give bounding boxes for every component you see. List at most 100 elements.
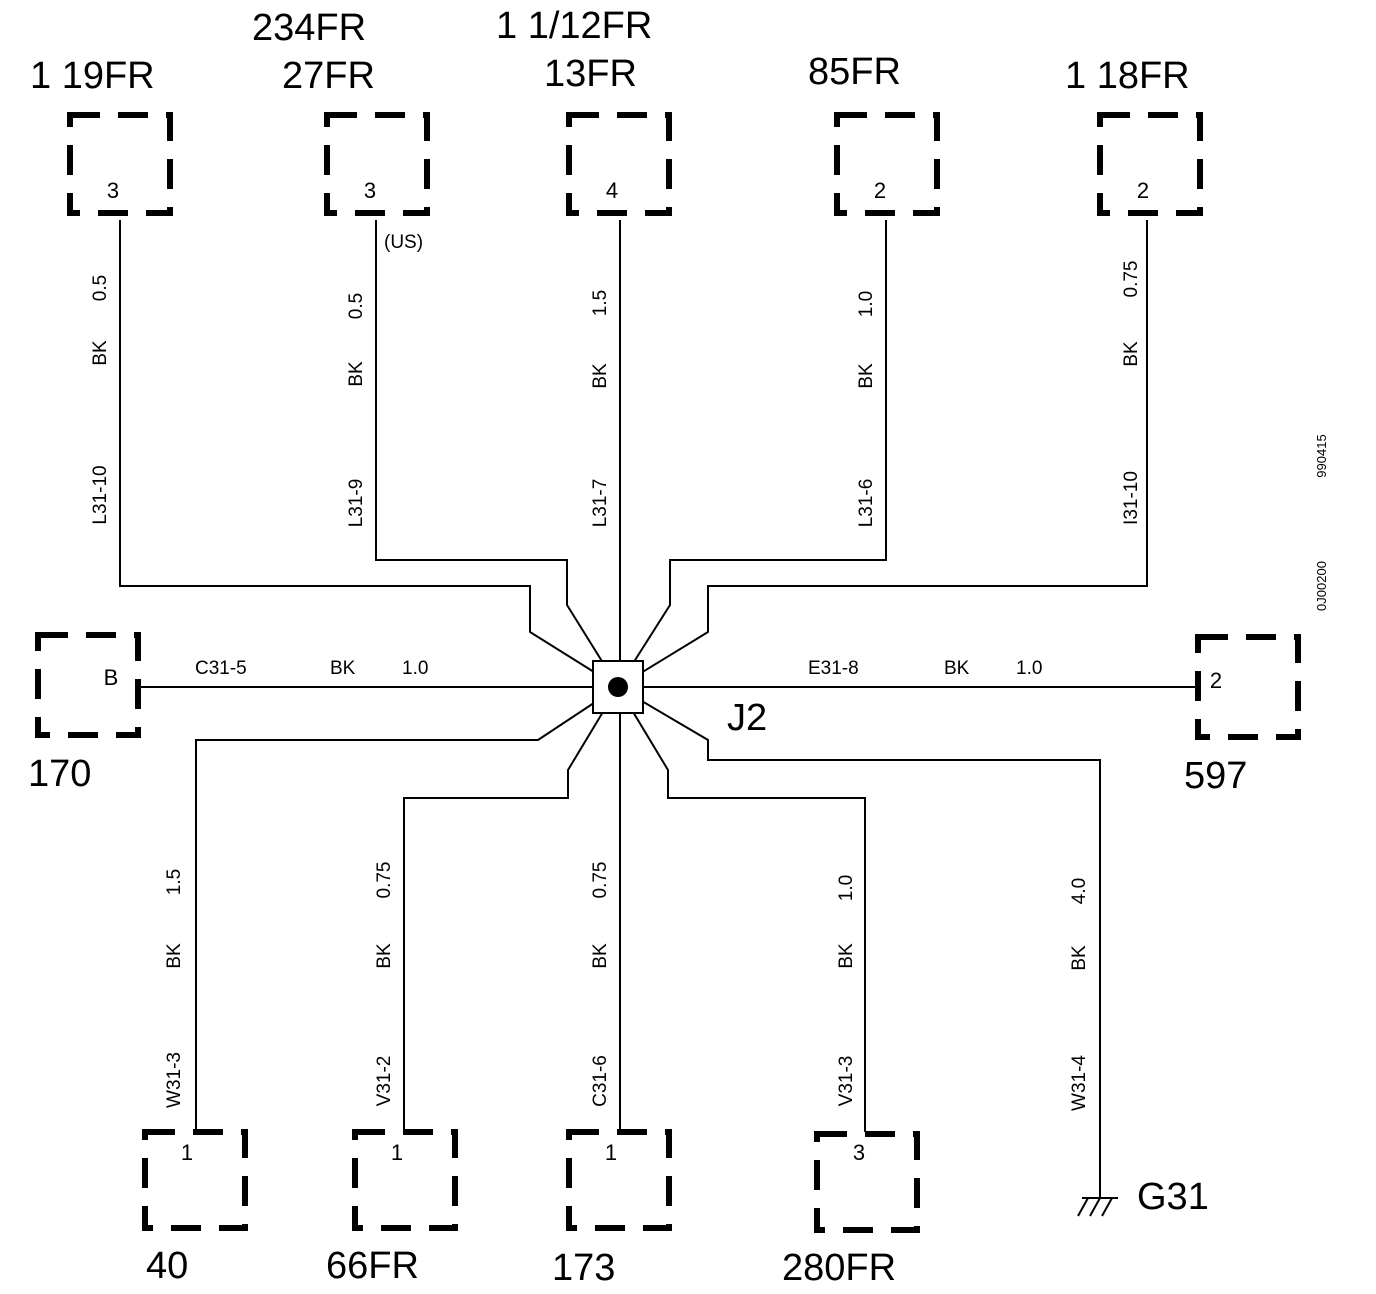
wire-size: 1.5 (590, 290, 611, 316)
wire-c40 (195, 686, 619, 1132)
wire-ground (617, 686, 1101, 1198)
wire-color: BK (164, 943, 185, 969)
ground-stroke (1089, 1197, 1101, 1217)
wire-size: 1.0 (856, 291, 877, 317)
connector-c118: 2 1 18FR (1065, 55, 1203, 216)
pin-label: 3 (107, 178, 119, 203)
connector-box (352, 1129, 458, 1231)
connector-box (1195, 634, 1301, 740)
wire-size: 1.5 (164, 869, 185, 895)
wire-size: 0.75 (374, 862, 395, 899)
wire-c280 (617, 686, 866, 1132)
component-label: 40 (146, 1245, 188, 1287)
connector-c119: 3 1 19FR (30, 55, 173, 216)
pin-label: B (104, 665, 119, 690)
pin-label: 2 (1210, 668, 1222, 693)
pin-label: 3 (853, 1140, 865, 1165)
wire-size: 1.0 (1016, 658, 1042, 679)
connector-box (67, 112, 173, 216)
wire-c27 (375, 220, 619, 688)
wire-labels-horizontal: C31-5 BK 1.0 E31-8 BK 1.0 (195, 658, 1042, 679)
wire-color: BK (590, 363, 611, 389)
wire-color: BK (90, 340, 111, 366)
wire-labels-bottom: 1.5 BK W31-3 0.75 BK V31-2 0.75 BK C31-6… (164, 862, 1090, 1111)
side-code: 990415 (1314, 434, 1329, 477)
wire-size: 4.0 (1069, 878, 1090, 904)
wire-color: BK (1069, 945, 1090, 971)
wire-code: W31-3 (164, 1052, 185, 1108)
wire-size: 1.0 (836, 875, 857, 901)
wire-color: BK (836, 943, 857, 969)
junction-label: J2 (727, 697, 767, 739)
component-label: 66FR (326, 1245, 419, 1287)
variant-note: (US) (384, 232, 423, 253)
wire-code: L31-9 (346, 479, 367, 528)
pin-label: 2 (874, 178, 886, 203)
component-label: 1 18FR (1065, 55, 1190, 97)
ground-g31: G31 (1077, 1176, 1209, 1218)
connector-c66: 1 66FR (326, 1129, 458, 1287)
junction-dot (608, 677, 628, 697)
wire-code: V31-2 (374, 1056, 395, 1107)
wire-code: C31-6 (590, 1055, 611, 1107)
pin-label: 1 (181, 1140, 193, 1165)
connector-box (1097, 112, 1203, 216)
ground-stroke (1101, 1197, 1113, 1217)
component-label: 1 19FR (30, 55, 155, 97)
wire-size: 0.5 (90, 275, 111, 301)
pin-label: 4 (606, 178, 618, 203)
pin-label: 1 (605, 1140, 617, 1165)
wire-code: E31-8 (808, 658, 859, 679)
connector-c85: 2 85FR (808, 51, 940, 216)
connector-c280: 3 280FR (782, 1131, 920, 1289)
component-label: 1 1/12FR (496, 5, 652, 47)
connector-box (566, 1129, 672, 1231)
wire-size: 0.75 (590, 862, 611, 899)
wire-color: BK (856, 363, 877, 389)
connector-c27: 3 234FR 27FR (US) (252, 7, 430, 253)
wires (119, 220, 1198, 1198)
wire-color: BK (374, 943, 395, 969)
wire-c66 (403, 686, 619, 1132)
ground-stroke (1077, 1197, 1089, 1217)
wire-labels-top: 0.5 BK L31-10 0.5 BK L31-9 1.5 BK L31-7 … (90, 261, 1142, 528)
wire-c118 (617, 220, 1148, 688)
wire-c85 (617, 220, 887, 688)
wire-code: L31-6 (856, 479, 877, 528)
component-label: 85FR (808, 51, 901, 93)
connector-c173: 1 173 (552, 1129, 672, 1289)
wire-code: L31-10 (90, 465, 111, 524)
connector-c13: 4 1 1/12FR 13FR (496, 5, 672, 216)
component-label: 597 (1184, 755, 1247, 797)
component-label: 234FR (252, 7, 366, 49)
component-label: 280FR (782, 1247, 896, 1289)
connector-c40: 1 40 (142, 1129, 248, 1287)
wire-size: 1.0 (402, 658, 428, 679)
component-label: 170 (28, 753, 91, 795)
connector-box (834, 112, 940, 216)
wire-code: W31-4 (1069, 1055, 1090, 1111)
connector-box (566, 112, 672, 216)
junction-j2: J2 (592, 660, 767, 739)
wire-color: BK (346, 361, 367, 387)
component-label: 173 (552, 1247, 615, 1289)
wire-color: BK (330, 658, 356, 679)
connector-c597: 2 597 (1184, 634, 1301, 797)
side-code: 0J00200 (1314, 561, 1329, 611)
wire-color: BK (590, 943, 611, 969)
wire-c119 (119, 220, 619, 688)
pin-label: 1 (391, 1140, 403, 1165)
component-label: 13FR (544, 53, 637, 95)
wire-color: BK (1121, 341, 1142, 367)
pin-label: 3 (364, 178, 376, 203)
connector-c170: B 170 (28, 632, 141, 795)
wire-color: BK (944, 658, 970, 679)
wire-code: L31-7 (590, 479, 611, 528)
wire-size: 0.75 (1121, 261, 1142, 298)
pin-label: 2 (1137, 178, 1149, 203)
ground-label: G31 (1137, 1176, 1209, 1218)
wire-size: 0.5 (346, 293, 367, 319)
wire-code: I31-10 (1121, 471, 1142, 525)
connector-box (814, 1131, 920, 1233)
connector-box (324, 112, 430, 216)
